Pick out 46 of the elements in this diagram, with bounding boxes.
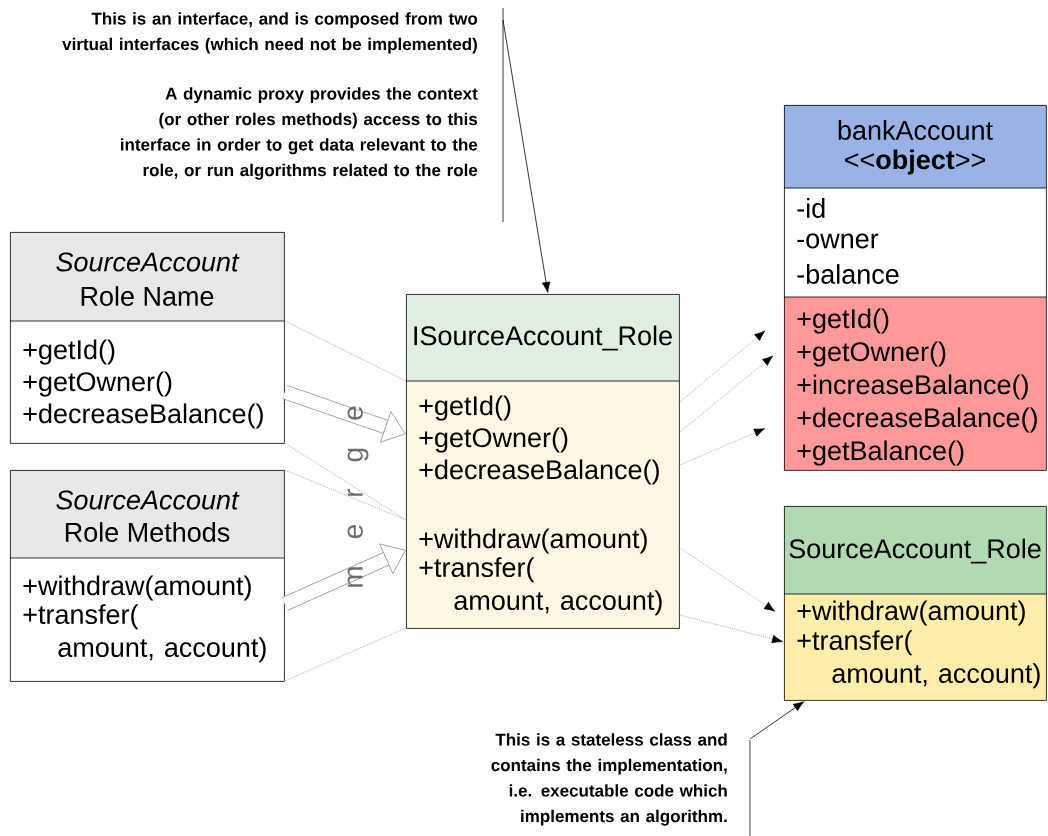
member-text: +transfer( amount, account) [419,557,662,616]
class-name: ISourceAccount_Role [414,325,672,351]
class-name: SourceAccount [56,252,240,272]
class-box [783,506,1047,701]
arrow [749,701,805,740]
member-text: +transfer( amount, account) [797,630,1040,689]
member-text: +getId() [797,308,889,334]
class-name: <<object>> [845,149,985,175]
class-box [9,232,285,444]
member-text: +withdraw(amount) [419,528,647,554]
member-text: -id [797,198,825,218]
note-text: A dynamic proxy provides the context (or other roles methods) access to this interface in order to get data relevant to the role, or run algorithms related to the role [121,87,478,180]
member-text: +getId() [419,395,511,421]
member-text: +withdraw(amount) [797,600,1025,626]
arrow [679,428,765,466]
class-box [405,294,680,629]
class-name: Role Name [81,286,214,306]
arrow [502,19,551,293]
member-text: +getOwner() [797,341,946,367]
member-text: +getOwner() [419,427,568,453]
member-text: +decreaseBalance() [797,407,1037,433]
class-name: SourceAccount_Role [789,538,1041,564]
member-text: +withdraw(amount) [23,575,251,601]
member-text: -owner [797,233,879,249]
member-text: +decreaseBalance() [23,403,263,429]
member-text: +getOwner() [23,371,172,397]
class-name: bankAccount [838,120,993,140]
member-text: +transfer( amount, account) [23,604,266,663]
class-box [783,105,1047,471]
arrow [282,385,406,443]
arrow [679,614,783,644]
note-text: This is an interface, and is composed from two virtual interfaces (which need not be implemented) [62,12,478,54]
note-text: This is a stateless class and contains the implementation, i.e. executable code which implements an algorithm. [491,733,727,826]
member-text: +getBalance() [797,440,964,466]
arrow [281,543,406,611]
class-box [9,470,285,682]
member-text: -balance [797,264,899,284]
member-text: +decreaseBalance() [419,459,659,485]
merge-text: m e r g e [347,406,369,587]
member-text: +getId() [23,339,115,365]
class-name: SourceAccount [56,490,240,510]
arrow [679,355,774,433]
arrow [679,547,776,612]
arrow [679,330,766,403]
member-text: +increaseBalance() [797,374,1028,400]
class-name: Role Methods [65,522,230,542]
